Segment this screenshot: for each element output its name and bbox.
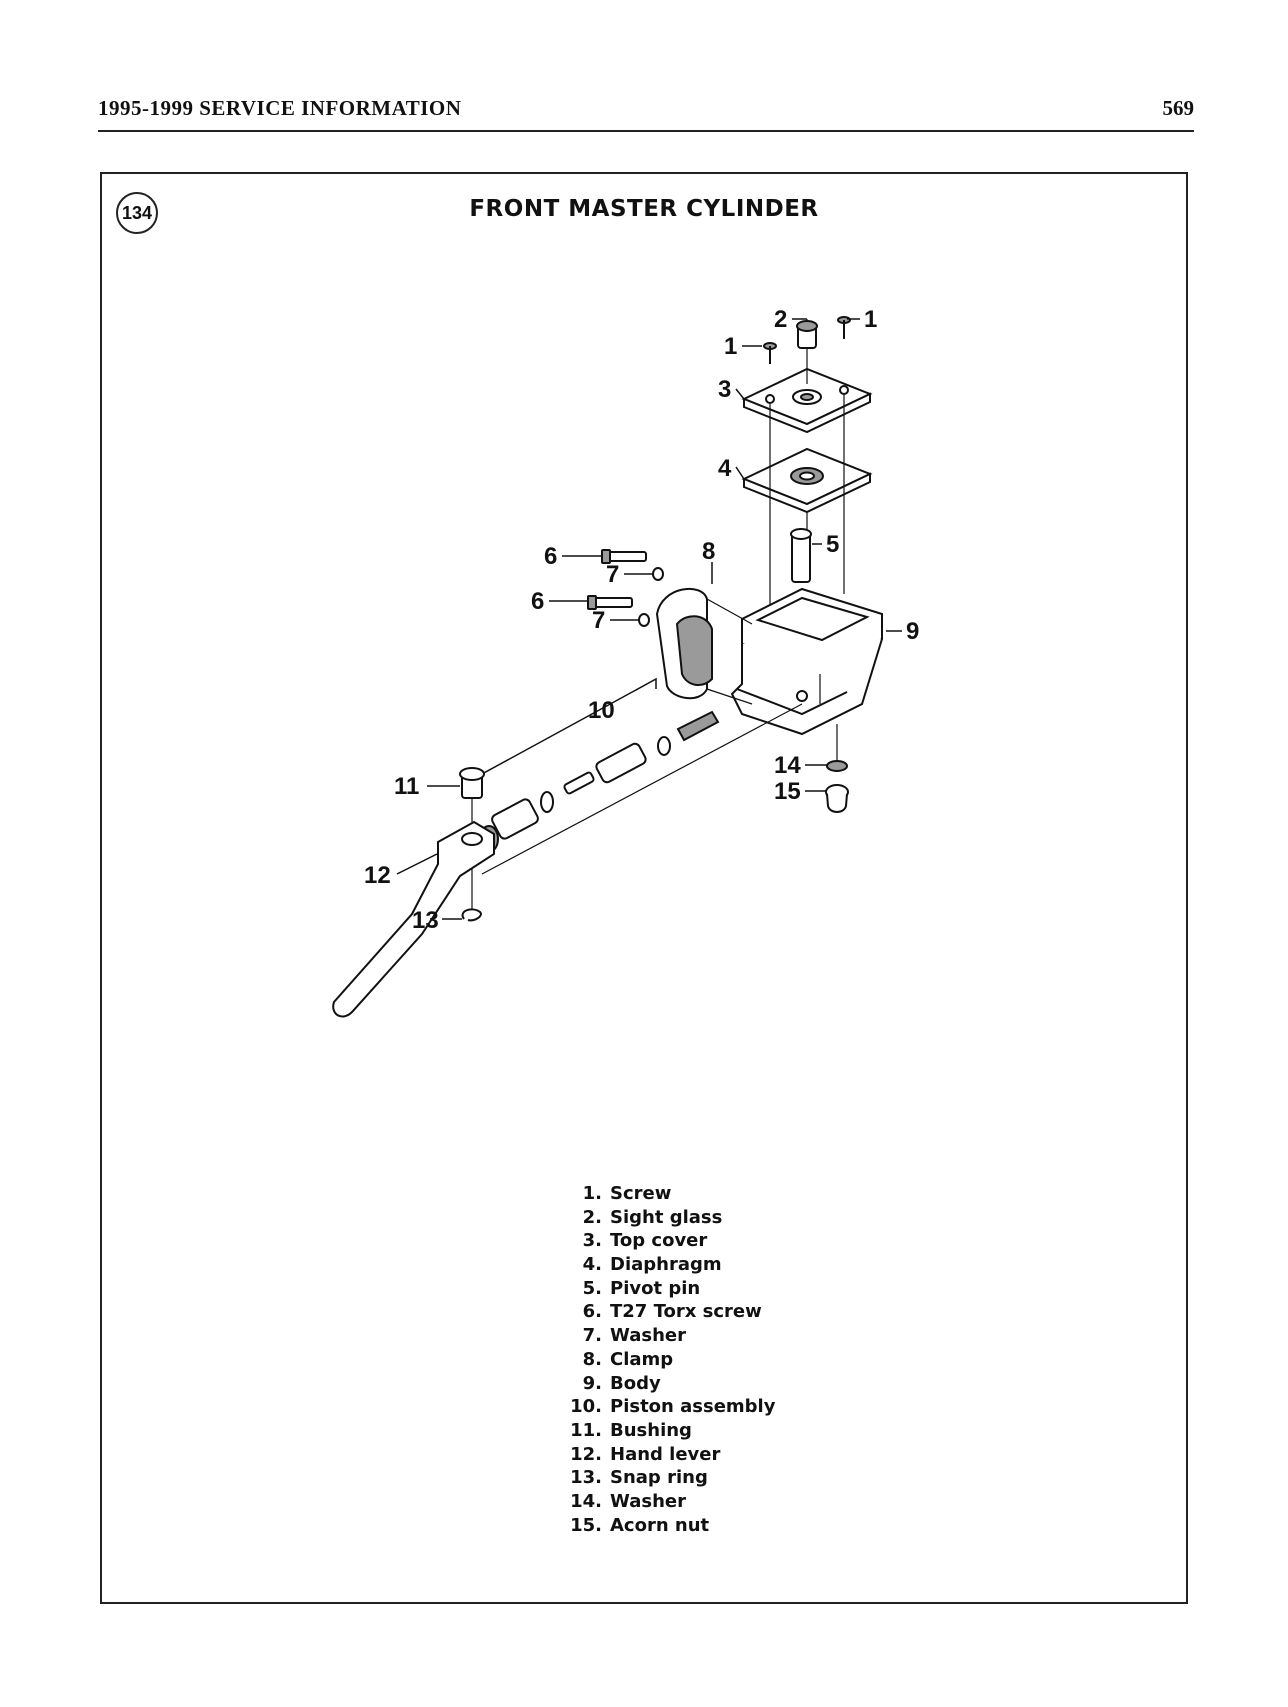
screw-part-right: [837, 316, 851, 339]
legend-item: 5.Pivot pin: [582, 1277, 701, 1299]
snap-ring-part: [461, 908, 482, 922]
legend-item: 13.Snap ring: [570, 1467, 708, 1489]
callout-6-lower: 6: [531, 588, 544, 615]
legend-item: 12.Hand lever: [570, 1443, 721, 1465]
callout-14: 14: [774, 752, 801, 779]
diaphragm-part: [741, 447, 873, 514]
legend-item: 6.T27 Torx screw: [582, 1301, 762, 1323]
torx-screw-part-lower: [587, 595, 633, 610]
top-cover-part: [741, 367, 873, 434]
callout-1-right: 1: [864, 306, 877, 333]
callout-15: 15: [774, 778, 801, 805]
exploded-parts-diagram: 2 1 1 3 4 5 9 8 6 7 6 7 10 11 12 13 14 1…: [332, 306, 919, 1018]
sight-glass-part: [796, 320, 818, 349]
washer-part-upper: [652, 567, 664, 581]
callout-3: 3: [718, 376, 731, 403]
legend-item: 1.Screw: [582, 1183, 672, 1204]
callout-8: 8: [702, 538, 715, 565]
hand-lever-part: [332, 820, 495, 1018]
figure-number: 134: [121, 202, 153, 223]
body-part: [730, 587, 883, 736]
callout-10: 10: [588, 697, 615, 724]
parts-legend: 1.Screw 2.Sight glass 3.Top cover 4.Diap…: [562, 1182, 775, 1537]
legend-item: 10.Piston assembly: [570, 1396, 776, 1418]
bushing-part: [459, 767, 485, 914]
legend-item: 7.Washer: [582, 1325, 686, 1347]
legend-item: 11.Bushing: [570, 1419, 692, 1441]
callout-7-upper: 7: [606, 561, 619, 588]
legend-item: 4.Diaphragm: [582, 1254, 722, 1276]
legend-item: 15.Acorn nut: [570, 1514, 710, 1536]
pivot-pin-part: [790, 528, 812, 583]
washer-part-bottom: [826, 724, 848, 772]
figure-frame: 134 FRONT MASTER CYLINDER: [100, 172, 1188, 1604]
figure-number-badge: 134: [116, 192, 158, 234]
callout-6-upper: 6: [544, 543, 557, 570]
page-number: 569: [1162, 96, 1195, 120]
legend-item: 9.Body: [582, 1372, 661, 1394]
page-header: 1995-1999 SERVICE INFORMATION 569: [98, 96, 1194, 132]
washer-part-lower: [638, 613, 650, 627]
screw-part-left: [763, 342, 777, 364]
callout-12: 12: [364, 862, 391, 889]
callout-4: 4: [718, 455, 732, 482]
callout-5: 5: [826, 531, 839, 558]
header-title: 1995-1999 SERVICE INFORMATION: [98, 96, 462, 120]
legend-item: 8.Clamp: [582, 1348, 674, 1370]
callout-2: 2: [774, 306, 787, 333]
torx-screw-part-upper: [601, 549, 647, 564]
clamp-part: [655, 587, 753, 705]
legend-item: 3.Top cover: [582, 1230, 708, 1252]
callout-7-lower: 7: [592, 607, 605, 634]
legend-item: 14.Washer: [570, 1490, 686, 1512]
figure-title: FRONT MASTER CYLINDER: [469, 196, 819, 222]
callout-1-left: 1: [724, 333, 737, 360]
callout-13: 13: [412, 907, 439, 934]
acorn-nut-part: [825, 784, 849, 813]
callout-9: 9: [906, 618, 919, 645]
legend-item: 2.Sight glass: [582, 1206, 723, 1228]
callout-11: 11: [394, 773, 419, 800]
